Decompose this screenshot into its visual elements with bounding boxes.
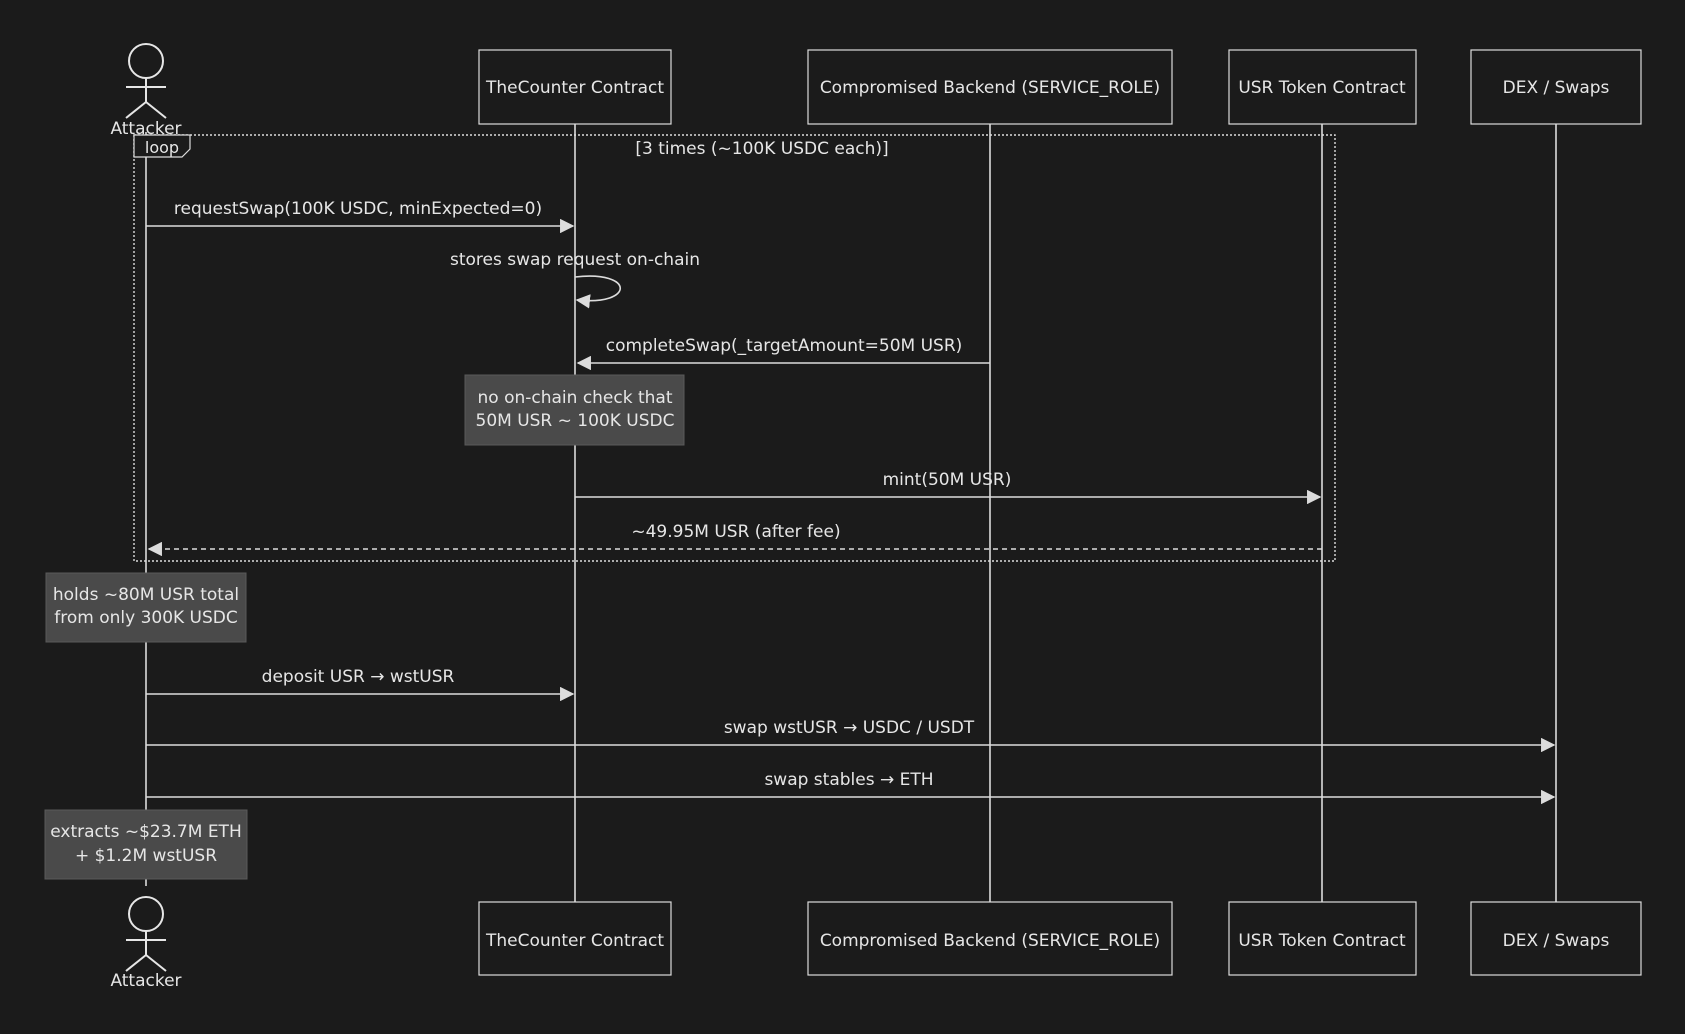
message-request-swap: requestSwap(100K USDC, minExpected=0) [146, 199, 575, 234]
note-line: from only 300K USDC [54, 608, 238, 628]
participant-backend-top: Compromised Backend (SERVICE_ROLE) [807, 49, 1173, 125]
actor-attacker-bottom: Attacker [110, 896, 182, 991]
stick-figure-icon [125, 43, 167, 119]
loop-label: loop [145, 138, 179, 157]
note-no-check: no on-chain check that 50M USR ~ 100K US… [464, 374, 685, 446]
participant-label: USR Token Contract [1238, 931, 1406, 951]
actor-attacker-top: Attacker [110, 43, 182, 139]
participant-counter-top: TheCounter Contract [478, 49, 672, 125]
participant-label: USR Token Contract [1238, 78, 1406, 98]
loop-condition: [3 times (~100K USDC each)] [635, 139, 888, 159]
note-holds: holds ~80M USR total from only 300K USDC [45, 572, 247, 643]
actor-label: Attacker [110, 971, 181, 991]
message-label: swap wstUSR → USDC / USDT [724, 718, 975, 738]
message-label: swap stables → ETH [764, 770, 933, 790]
note-line: extracts ~$23.7M ETH [50, 822, 241, 842]
message-swap-stables: swap stables → ETH [146, 770, 1556, 805]
message-label: stores swap request on-chain [450, 250, 700, 270]
participant-label: Compromised Backend (SERVICE_ROLE) [820, 78, 1160, 98]
message-label: mint(50M USR) [883, 470, 1012, 490]
loop-tag [133, 134, 191, 158]
stick-figure-icon [125, 896, 167, 972]
note-line: + $1.2M wstUSR [75, 846, 217, 866]
message-deposit: deposit USR → wstUSR [146, 667, 575, 702]
participant-dex-bottom: DEX / Swaps [1470, 901, 1642, 976]
participant-label: DEX / Swaps [1503, 78, 1610, 98]
participant-label: TheCounter Contract [485, 931, 664, 951]
message-return-usr: ~49.95M USR (after fee) [147, 522, 1322, 557]
participant-label: TheCounter Contract [485, 78, 664, 98]
message-label: ~49.95M USR (after fee) [631, 522, 840, 542]
participant-label: DEX / Swaps [1503, 931, 1610, 951]
message-swap-wstusr: swap wstUSR → USDC / USDT [146, 718, 1556, 753]
loop-frame: loop [3 times (~100K USDC each)] [133, 134, 1336, 562]
message-label: requestSwap(100K USDC, minExpected=0) [174, 199, 542, 219]
message-store-request: stores swap request on-chain [450, 250, 700, 309]
participant-label: Compromised Backend (SERVICE_ROLE) [820, 931, 1160, 951]
message-mint: mint(50M USR) [575, 470, 1322, 505]
note-line: holds ~80M USR total [53, 585, 239, 605]
participant-usr-bottom: USR Token Contract [1228, 901, 1417, 976]
message-label: deposit USR → wstUSR [262, 667, 455, 687]
actor-label: Attacker [110, 119, 181, 139]
participant-backend-bottom: Compromised Backend (SERVICE_ROLE) [807, 901, 1173, 976]
note-line: 50M USR ~ 100K USDC [476, 411, 675, 431]
message-complete-swap: completeSwap(_targetAmount=50M USR) [576, 336, 990, 371]
note-extracts: extracts ~$23.7M ETH + $1.2M wstUSR [44, 809, 248, 880]
note-line: no on-chain check that [477, 388, 672, 408]
participant-dex-top: DEX / Swaps [1470, 49, 1642, 125]
participant-counter-bottom: TheCounter Contract [478, 901, 672, 976]
message-label: completeSwap(_targetAmount=50M USR) [606, 336, 963, 356]
participant-usr-top: USR Token Contract [1228, 49, 1417, 125]
